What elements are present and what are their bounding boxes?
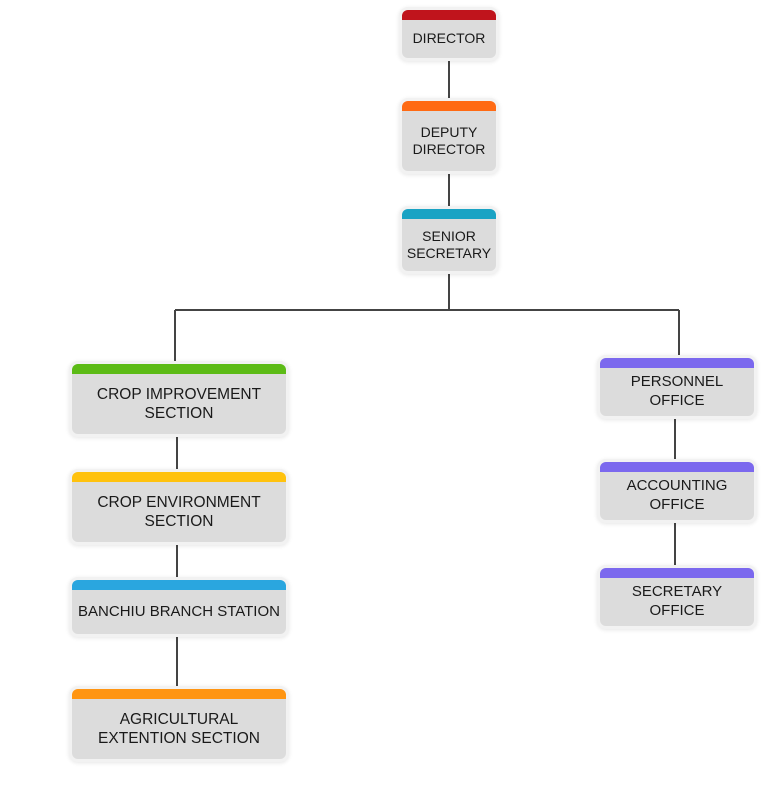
- node-director-color-bar: [402, 10, 496, 20]
- node-agricultural-extention-section: AGRICULTURAL EXTENTION SECTION: [72, 689, 286, 759]
- node-crop-environment-label: CROP ENVIRONMENT SECTION: [97, 493, 261, 530]
- node-personnel-office: PERSONNEL OFFICE: [600, 358, 754, 416]
- node-senior-secretary: SENIOR SECRETARY: [402, 209, 496, 271]
- node-agricultural-color-bar: [72, 689, 286, 699]
- node-secretary-color-bar: [600, 568, 754, 578]
- node-accounting-color-bar: [600, 462, 754, 472]
- node-banchiu-color-bar: [72, 580, 286, 590]
- node-secretary-office: SECRETARY OFFICE: [600, 568, 754, 626]
- node-banchiu-label: BANCHIU BRANCH STATION: [78, 602, 280, 620]
- node-deputy-director-label: DEPUTY DIRECTOR: [412, 123, 486, 158]
- node-deputy-director: DEPUTY DIRECTOR: [402, 101, 496, 171]
- node-deputy-director-color-bar: [402, 101, 496, 111]
- node-agricultural-label: AGRICULTURAL EXTENTION SECTION: [98, 710, 260, 747]
- node-accounting-office: ACCOUNTING OFFICE: [600, 462, 754, 520]
- node-senior-secretary-color-bar: [402, 209, 496, 219]
- node-crop-environment-section: CROP ENVIRONMENT SECTION: [72, 472, 286, 542]
- node-accounting-label: ACCOUNTING OFFICE: [626, 477, 728, 513]
- node-director: DIRECTOR: [402, 10, 496, 58]
- node-secretary-label: SECRETARY OFFICE: [631, 583, 723, 619]
- node-crop-improvement-color-bar: [72, 364, 286, 374]
- node-crop-improvement-label: CROP IMPROVEMENT SECTION: [96, 385, 262, 422]
- node-director-label: DIRECTOR: [412, 30, 486, 47]
- node-senior-secretary-label: SENIOR SECRETARY: [406, 227, 492, 262]
- node-crop-environment-color-bar: [72, 472, 286, 482]
- node-personnel-label: PERSONNEL OFFICE: [630, 373, 724, 409]
- node-banchiu-branch-station: BANCHIU BRANCH STATION: [72, 580, 286, 634]
- node-crop-improvement-section: CROP IMPROVEMENT SECTION: [72, 364, 286, 434]
- node-personnel-color-bar: [600, 358, 754, 368]
